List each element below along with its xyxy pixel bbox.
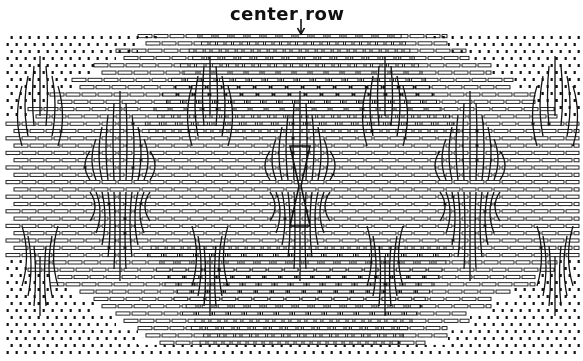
center-row-annotation: center row: [230, 4, 370, 34]
center-row-label: center row: [230, 4, 345, 25]
down-arrow-icon: [296, 18, 306, 36]
